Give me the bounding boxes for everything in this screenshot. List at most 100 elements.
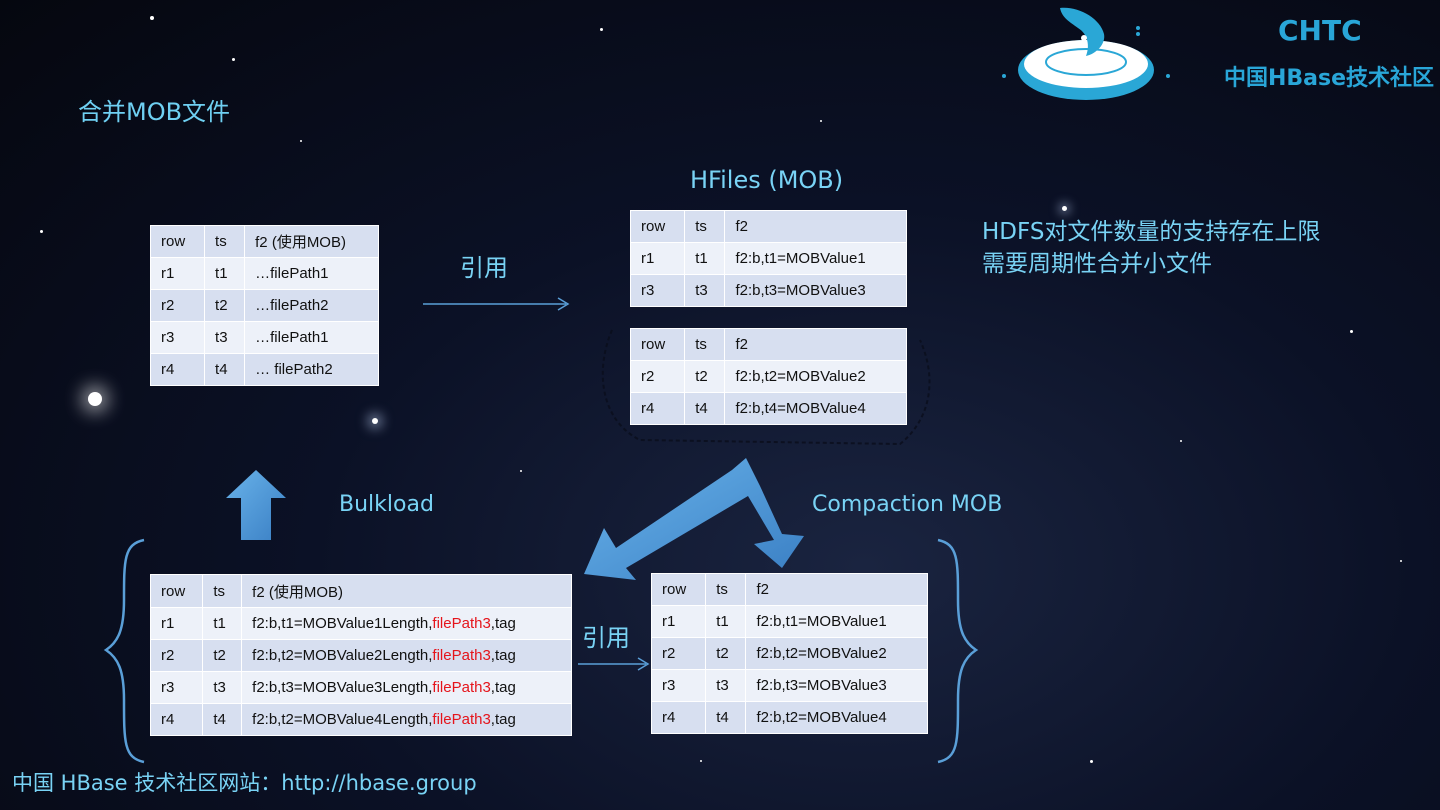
header-cell: row bbox=[149, 225, 206, 258]
header-cell: ts bbox=[202, 574, 243, 608]
brand-name: CHTC bbox=[1278, 14, 1362, 47]
table-header-row: row ts f2 bbox=[650, 573, 928, 606]
row-cell: r3 bbox=[629, 274, 686, 307]
table-row: r3 t3 f2:b,t3=MOBValue3 bbox=[629, 274, 907, 307]
right-brace bbox=[937, 538, 979, 764]
star bbox=[232, 58, 235, 61]
table-row: r4 t4 f2:b,t2=MOBValue4Length,filePath3,… bbox=[149, 703, 572, 736]
value-suffix: ,tag bbox=[490, 647, 516, 664]
ts-cell: t3 bbox=[204, 321, 246, 354]
value-cell: f2:b,t2=MOBValue2 bbox=[724, 360, 907, 393]
header-cell: row bbox=[149, 574, 204, 608]
row-cell: r3 bbox=[149, 671, 204, 704]
table-row: r2 t2 f2:b,t2=MOBValue2Length,filePath3,… bbox=[149, 639, 572, 672]
star bbox=[88, 392, 102, 406]
star bbox=[372, 418, 378, 424]
row-cell: r4 bbox=[629, 392, 686, 425]
value-cell: …filePath1 bbox=[244, 321, 379, 354]
reference-arrow-top bbox=[423, 297, 570, 311]
ts-cell: t1 bbox=[705, 605, 747, 638]
value-cell: …filePath2 bbox=[244, 289, 379, 322]
left-brace bbox=[103, 538, 145, 764]
header-cell: ts bbox=[705, 573, 747, 606]
value-suffix: ,tag bbox=[490, 711, 516, 728]
value-suffix: ,tag bbox=[490, 615, 516, 632]
value-cell: f2:b,t3=MOBValue3 bbox=[724, 274, 907, 307]
table-row: r1 t1 f2:b,t1=MOBValue1Length,filePath3,… bbox=[149, 607, 572, 640]
star bbox=[700, 760, 702, 762]
table-row: r3 t3 …filePath1 bbox=[149, 321, 379, 354]
table-header-row: row ts f2 (使用MOB) bbox=[149, 574, 572, 608]
file-path-highlight: filePath3 bbox=[432, 679, 491, 696]
ts-cell: t4 bbox=[684, 392, 726, 425]
ts-cell: t2 bbox=[204, 289, 246, 322]
star bbox=[520, 470, 522, 472]
star bbox=[820, 120, 822, 122]
table-row: r4 t4 … filePath2 bbox=[149, 353, 379, 386]
header-cell: row bbox=[629, 210, 686, 243]
ts-cell: t2 bbox=[684, 360, 726, 393]
page-title: 合并MOB文件 bbox=[78, 98, 231, 126]
value-cell: f2:b,t1=MOBValue1Length,filePath3,tag bbox=[241, 607, 572, 640]
bulkload-up-arrow bbox=[226, 470, 286, 540]
value-prefix: f2:b,t2=MOBValue2Length, bbox=[252, 647, 433, 664]
value-cell: f2:b,t1=MOBValue1 bbox=[745, 605, 928, 638]
note-line-2: 需要周期性合并小文件 bbox=[982, 251, 1212, 277]
row-cell: r2 bbox=[629, 360, 686, 393]
bulkload-label: Bulkload bbox=[339, 492, 434, 517]
table-hfile-1: row ts f2 r1 t1 f2:b,t1=MOBValue1 r3 t3 … bbox=[629, 210, 907, 307]
value-cell: f2:b,t4=MOBValue4 bbox=[724, 392, 907, 425]
ts-cell: t4 bbox=[705, 701, 747, 734]
table-header-row: row ts f2 (使用MOB) bbox=[149, 225, 379, 258]
table-row: r1 t1 f2:b,t1=MOBValue1 bbox=[629, 242, 907, 275]
ts-cell: t4 bbox=[204, 353, 246, 386]
row-cell: r4 bbox=[149, 703, 204, 736]
row-cell: r2 bbox=[149, 639, 204, 672]
row-cell: r2 bbox=[149, 289, 206, 322]
ts-cell: t2 bbox=[202, 639, 243, 672]
star bbox=[40, 230, 43, 233]
row-cell: r1 bbox=[149, 257, 206, 290]
header-cell: f2 bbox=[724, 328, 907, 361]
star bbox=[1180, 440, 1182, 442]
value-prefix: f2:b,t1=MOBValue1Length, bbox=[252, 615, 433, 632]
header-cell: f2 (使用MOB) bbox=[244, 225, 379, 258]
row-cell: r4 bbox=[149, 353, 206, 386]
table-row: r4 t4 f2:b,t4=MOBValue4 bbox=[629, 392, 907, 425]
value-cell: f2:b,t2=MOBValue2 bbox=[745, 637, 928, 670]
ts-cell: t4 bbox=[202, 703, 243, 736]
header-cell: ts bbox=[684, 328, 726, 361]
row-cell: r1 bbox=[650, 605, 707, 638]
value-prefix: f2:b,t2=MOBValue4Length, bbox=[252, 711, 433, 728]
value-cell: f2:b,t3=MOBValue3Length,filePath3,tag bbox=[241, 671, 572, 704]
ts-cell: t2 bbox=[705, 637, 747, 670]
value-suffix: ,tag bbox=[490, 679, 516, 696]
table-bottom-left: row ts f2 (使用MOB) r1 t1 f2:b,t1=MOBValue… bbox=[149, 574, 572, 736]
header-cell: row bbox=[629, 328, 686, 361]
reference-arrow-bottom bbox=[578, 657, 650, 671]
value-prefix: f2:b,t3=MOBValue3Length, bbox=[252, 679, 433, 696]
star bbox=[1062, 206, 1067, 211]
hfiles-label: HFiles (MOB) bbox=[690, 166, 844, 194]
table-row: r3 t3 f2:b,t3=MOBValue3Length,filePath3,… bbox=[149, 671, 572, 704]
table-row: r3 t3 f2:b,t3=MOBValue3 bbox=[650, 669, 928, 702]
ts-cell: t3 bbox=[202, 671, 243, 704]
ts-cell: t1 bbox=[204, 257, 246, 290]
value-cell: … filePath2 bbox=[244, 353, 379, 386]
table-row: r2 t2 f2:b,t2=MOBValue2 bbox=[629, 360, 907, 393]
compaction-split-arrow bbox=[584, 458, 804, 580]
note-line-1: HDFS对文件数量的支持存在上限 bbox=[982, 219, 1321, 245]
header-cell: ts bbox=[204, 225, 246, 258]
row-cell: r1 bbox=[149, 607, 204, 640]
table-row: r1 t1 f2:b,t1=MOBValue1 bbox=[650, 605, 928, 638]
star bbox=[1400, 560, 1402, 562]
ts-cell: t3 bbox=[684, 274, 726, 307]
reference-label-top: 引用 bbox=[460, 254, 508, 282]
reference-label-bottom: 引用 bbox=[582, 624, 630, 652]
table-row: r2 t2 …filePath2 bbox=[149, 289, 379, 322]
star bbox=[600, 28, 603, 31]
row-cell: r3 bbox=[650, 669, 707, 702]
table-top-left: row ts f2 (使用MOB) r1 t1 …filePath1 r2 t2… bbox=[149, 225, 379, 386]
hfiles-group-outline bbox=[601, 329, 931, 446]
